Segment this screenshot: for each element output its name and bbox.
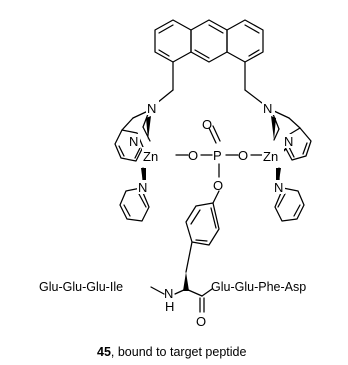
pyridine-n-3: N xyxy=(284,134,293,149)
carbonyl-o: O xyxy=(196,314,206,329)
caption-text: , bound to target peptide xyxy=(111,345,247,359)
oxygen-bottom: O xyxy=(213,178,223,193)
oxygen-top: O xyxy=(202,117,212,132)
ch2-links xyxy=(156,61,263,104)
left-zinc-complex xyxy=(114,110,151,222)
compound-number: 45 xyxy=(97,345,111,359)
zinc-right: Zn xyxy=(263,149,278,164)
anthracene-core xyxy=(154,19,264,63)
pyridine-n-2: N xyxy=(138,180,147,195)
peptide-backbone xyxy=(150,272,213,313)
right-zinc-complex xyxy=(271,110,312,222)
amide-n: N xyxy=(164,286,173,301)
amide-h: H xyxy=(165,299,174,314)
caption: 45, bound to target peptide xyxy=(97,345,246,359)
tyrosine-phenyl xyxy=(185,190,220,273)
phosphate-bridge xyxy=(175,125,263,178)
peptide-chain-right: Glu-Glu-Phe-Asp xyxy=(211,280,306,294)
amine-n-right: N xyxy=(263,101,272,116)
amine-n-left: N xyxy=(147,101,156,116)
atom-labels: N N Zn Zn · O O P O O N N N N N H O xyxy=(128,100,295,329)
peptide-chain-left: Glu-Glu-Glu-Ile xyxy=(39,280,123,294)
pyridine-n-1: N xyxy=(129,134,138,149)
oxygen-left: O xyxy=(188,148,198,163)
oxygen-right: O xyxy=(238,148,248,163)
pyridine-n-4: N xyxy=(274,180,283,195)
svg-text:·: · xyxy=(283,141,287,156)
zinc-left: Zn xyxy=(143,149,158,164)
phosphorus: P xyxy=(213,148,222,163)
